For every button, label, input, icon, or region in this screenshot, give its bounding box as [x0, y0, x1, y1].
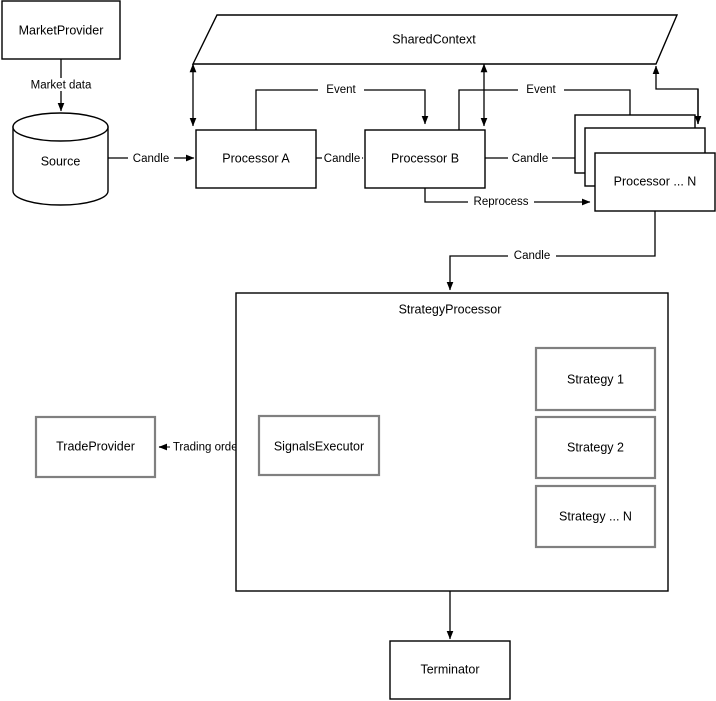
node-market-provider[interactable]: MarketProvider — [1, 0, 121, 60]
node-label-processor-b: Processor B — [391, 151, 459, 165]
node-label-strategy-n: Strategy ... N — [559, 509, 632, 523]
node-label-source: Source — [41, 154, 81, 168]
edge-label-event-a: Event — [326, 84, 356, 96]
edge-processor-n-shared-context — [652, 65, 702, 125]
node-processor-b[interactable]: Processor B — [364, 129, 486, 189]
edge-label-candle-a-b: Candle — [324, 153, 360, 165]
edge-candle-b-n: Candle — [485, 152, 584, 165]
node-label-strategy-2: Strategy 2 — [567, 440, 624, 454]
edge-candle-source-processor-a: Candle — [108, 152, 195, 165]
node-trade-provider[interactable]: TradeProvider — [34, 415, 157, 479]
edge-label-candle-n-strategy: Candle — [514, 250, 550, 262]
node-processor-a[interactable]: Processor A — [195, 129, 317, 189]
node-label-market-provider: MarketProvider — [19, 23, 104, 37]
node-label-processor-n: Processor ... N — [614, 174, 697, 188]
node-processor-n[interactable]: Processor ... N — [574, 114, 716, 212]
edge-label-event-b: Event — [526, 84, 556, 96]
node-label-trade-provider: TradeProvider — [56, 439, 135, 453]
node-label-strategy-processor: StrategyProcessor — [399, 302, 502, 316]
edge-reprocess: Reprocess — [424, 188, 591, 208]
edge-label-trading-orders: Trading orders — [173, 442, 248, 454]
edge-label-market-data: Market data — [31, 80, 92, 92]
node-signals-executor[interactable]: SignalsExecutor — [257, 414, 381, 477]
node-label-strategy-1: Strategy 1 — [567, 372, 624, 386]
edge-event-a-b: Event — [255, 83, 429, 130]
node-strategy-n[interactable]: Strategy ... N — [534, 484, 657, 549]
edge-label-candle-source: Candle — [133, 153, 169, 165]
node-terminator[interactable]: Terminator — [389, 640, 511, 700]
node-strategy-1[interactable]: Strategy 1 — [534, 346, 657, 412]
node-strategy-2[interactable]: Strategy 2 — [534, 415, 657, 480]
node-label-signals-executor: SignalsExecutor — [274, 439, 364, 453]
edge-candle-a-b: Candle — [316, 152, 364, 165]
edge-candle-n-strategy: Candle — [446, 211, 656, 291]
edge-market-data: Market data — [22, 59, 100, 112]
edge-event-b-n: Event — [458, 83, 634, 130]
node-label-processor-a: Processor A — [222, 151, 290, 165]
node-shared-context[interactable]: SharedContext — [191, 14, 679, 65]
edge-label-candle-b-n: Candle — [512, 153, 548, 165]
node-source[interactable]: Source — [12, 112, 109, 206]
edge-label-reprocess: Reprocess — [474, 196, 529, 208]
node-label-terminator: Terminator — [420, 662, 479, 676]
node-label-shared-context: SharedContext — [392, 32, 476, 46]
